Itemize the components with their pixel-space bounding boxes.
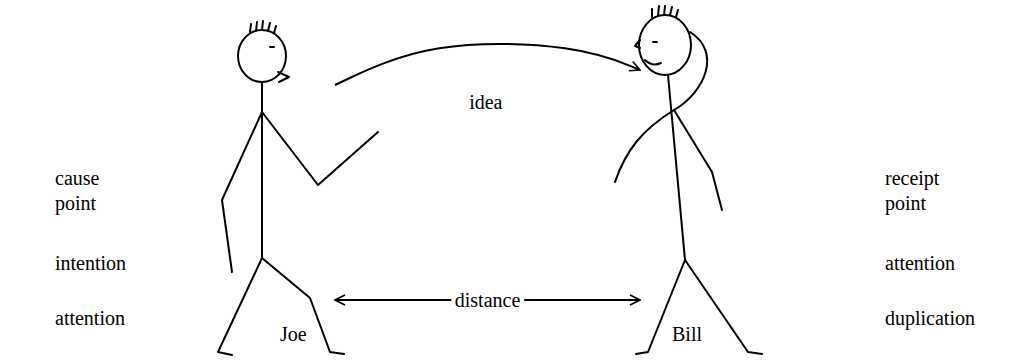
- person-name: Bill: [672, 322, 702, 347]
- side-label: attention: [55, 306, 127, 331]
- edge-label: distance: [451, 288, 525, 313]
- side-label: intention: [55, 251, 127, 276]
- stick-figure-node: Bill: [640, 15, 780, 358]
- side-label: duplication: [885, 306, 957, 331]
- idea-arrow: [335, 44, 640, 85]
- side-label: attention: [885, 251, 957, 276]
- edge-label: idea: [465, 90, 506, 115]
- stick-figure: [218, 21, 378, 355]
- stick-figure: [615, 6, 762, 354]
- side-label: receipt point: [885, 166, 957, 216]
- stick-figure-node: Joe: [200, 30, 335, 358]
- person-name: Joe: [280, 322, 307, 347]
- side-label: cause point: [55, 166, 127, 216]
